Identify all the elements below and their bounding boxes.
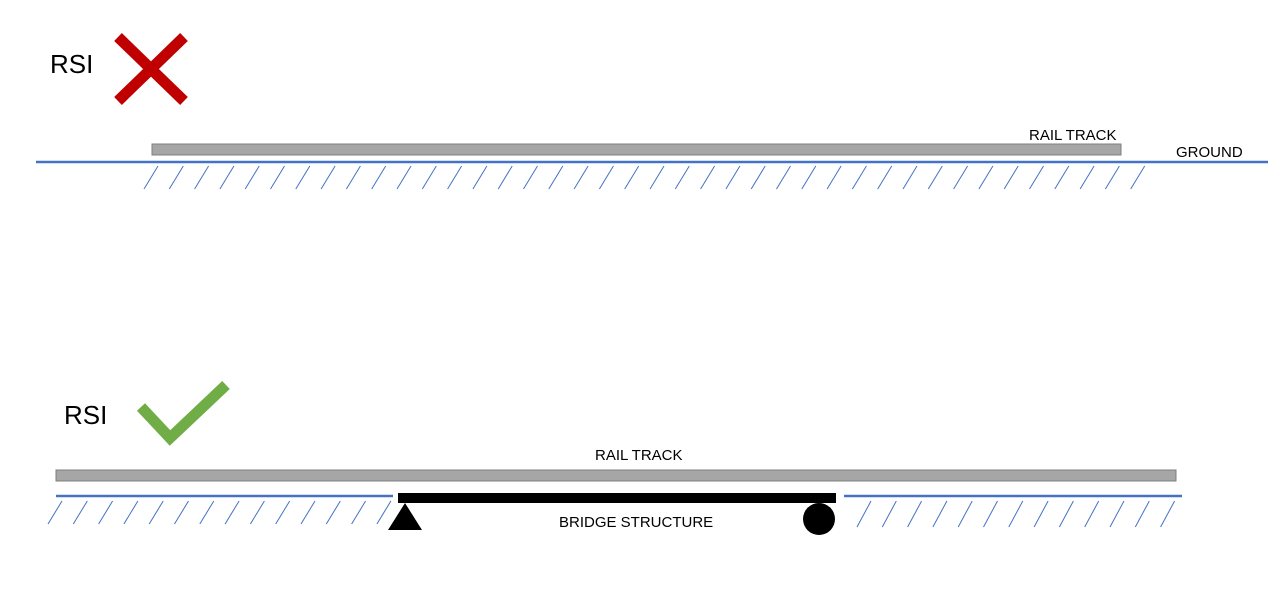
hatch-mark: [826, 165, 842, 190]
top-scenario: RSI RAIL TRACK GROUND: [36, 33, 1268, 190]
hatch-mark: [1130, 165, 1146, 190]
hatch-mark: [649, 165, 665, 190]
bridge-deck: [398, 493, 836, 503]
hatch-mark: [881, 500, 897, 528]
hatch-mark: [725, 165, 741, 190]
hatch-mark: [249, 500, 265, 525]
top-rsi-label: RSI: [50, 49, 93, 79]
hatch-mark: [244, 165, 260, 190]
hatch-mark: [1029, 165, 1044, 190]
hatch-mark: [856, 500, 872, 528]
hatch-mark: [624, 165, 640, 190]
hatch-mark: [275, 500, 291, 525]
hatch-mark: [1033, 500, 1049, 528]
hatch-mark: [674, 165, 690, 190]
hatch-mark: [168, 165, 184, 190]
hatch-mark: [98, 500, 114, 525]
bottom-rail-track: [55, 469, 1177, 482]
hatch-mark: [932, 500, 948, 528]
hatch-mark: [1003, 165, 1019, 190]
hatch-mark: [295, 165, 311, 190]
hatch-mark: [224, 500, 240, 525]
hatch-mark: [927, 165, 943, 190]
hatch-mark: [953, 165, 969, 190]
hatch-mark: [320, 165, 336, 190]
hatch-mark: [1084, 500, 1100, 528]
hatch-mark: [143, 165, 159, 190]
hatch-mark: [957, 500, 973, 528]
hatch-mark: [300, 500, 316, 525]
hatch-mark: [801, 165, 817, 190]
hatch-mark: [270, 165, 285, 190]
hatch-mark: [497, 165, 513, 190]
right-ground-hatching: [856, 500, 1176, 528]
hatch-mark: [148, 500, 164, 525]
hatch-mark: [1079, 165, 1095, 190]
hatch-mark: [1160, 500, 1176, 528]
hatch-mark: [1008, 500, 1024, 528]
hatch-mark: [199, 500, 215, 525]
bottom-rsi-label: RSI: [64, 400, 107, 430]
hatch-mark: [877, 165, 893, 190]
bottom-scenario: RSI RAIL TRACK BRIDGE STRUCTURE: [47, 381, 1182, 535]
top-rail-label: RAIL TRACK: [1029, 127, 1117, 144]
hatch-mark: [598, 165, 614, 190]
hatch-mark: [983, 500, 998, 528]
hatch-mark: [421, 165, 437, 190]
hatch-mark: [907, 500, 923, 528]
top-ground-hatching: [143, 165, 1146, 190]
hatch-mark: [472, 165, 488, 190]
hatch-mark: [1058, 500, 1074, 528]
left-ground-hatching: [47, 500, 392, 525]
hatch-mark: [447, 165, 463, 190]
pin-support: [388, 503, 422, 530]
hatch-mark: [978, 165, 994, 190]
hatch-mark: [1134, 500, 1150, 528]
hatch-mark: [123, 500, 139, 525]
hatch-mark: [174, 500, 189, 525]
hatch-mark: [351, 500, 367, 525]
hatch-mark: [47, 500, 63, 525]
hatch-mark: [396, 165, 412, 190]
roller-support: [803, 503, 835, 535]
ground-label: GROUND: [1176, 144, 1243, 161]
hatch-mark: [325, 500, 341, 525]
hatch-mark: [548, 165, 564, 190]
hatch-mark: [371, 165, 387, 190]
hatch-mark: [776, 165, 791, 190]
bottom-rail-label: RAIL TRACK: [595, 447, 683, 464]
hatch-mark: [194, 165, 210, 190]
cross-icon: [114, 33, 188, 105]
hatch-mark: [902, 165, 918, 190]
hatch-mark: [219, 165, 235, 190]
hatch-mark: [573, 165, 589, 190]
check-icon: [136, 381, 230, 446]
bridge-label: BRIDGE STRUCTURE: [559, 514, 713, 531]
top-rail-track: [151, 143, 1122, 156]
hatch-mark: [750, 165, 766, 190]
hatch-mark: [1104, 165, 1120, 190]
hatch-mark: [523, 165, 538, 190]
hatch-mark: [851, 165, 867, 190]
hatch-mark: [72, 500, 88, 525]
hatch-mark: [376, 500, 392, 525]
hatch-mark: [345, 165, 361, 190]
hatch-mark: [1109, 500, 1125, 528]
hatch-mark: [1054, 165, 1070, 190]
hatch-mark: [700, 165, 716, 190]
